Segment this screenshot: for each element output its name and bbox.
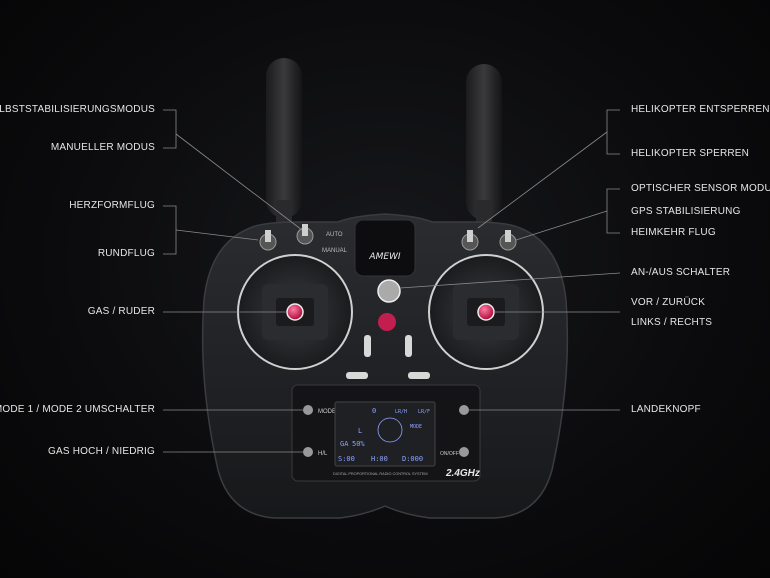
label-gas-ruder: GAS / RUDER bbox=[87, 306, 155, 317]
svg-text:LR/H: LR/H bbox=[395, 409, 407, 415]
svg-text:L: L bbox=[358, 427, 362, 435]
label-heimkehr-flug: HEIMKEHR FLUG bbox=[631, 227, 716, 238]
brand-window bbox=[354, 219, 416, 277]
left-gimbal bbox=[237, 254, 353, 370]
center-red-button bbox=[378, 313, 396, 331]
label-landeknopf: LANDEKNOPF bbox=[631, 404, 701, 415]
lcd-screen bbox=[334, 401, 436, 467]
svg-text:S:00: S:00 bbox=[338, 455, 355, 463]
label-rundflug: RUNDFLUG bbox=[97, 248, 155, 259]
antenna-left bbox=[266, 58, 302, 226]
toggle-switches: AUTO MANUAL bbox=[259, 224, 517, 254]
svg-text:H:00: H:00 bbox=[371, 455, 388, 463]
band-label: 2.4GHz bbox=[445, 468, 480, 479]
panel-mode-label: MODE bbox=[318, 409, 336, 415]
antenna-right bbox=[466, 64, 502, 226]
label-herzformflug: HERZFORMFLUG bbox=[69, 200, 155, 211]
panel-hl-label: H/L bbox=[318, 451, 328, 457]
svg-text:LR/F: LR/F bbox=[418, 409, 430, 415]
svg-text:GA: GA bbox=[340, 440, 349, 448]
power-button bbox=[377, 279, 401, 303]
svg-text:MODE: MODE bbox=[410, 424, 422, 430]
panel-onoff-label: ON/OFF bbox=[440, 451, 459, 457]
label-gps-stabilisierung: GPS STABILISIERUNG bbox=[631, 206, 741, 217]
label-links-rechts: LINKS / RECHTS bbox=[631, 317, 713, 328]
label-an-aus-schalter: AN-/AUS SCHALTER bbox=[631, 267, 731, 278]
right-gimbal bbox=[428, 254, 544, 370]
brand-logo: AMEWI bbox=[368, 252, 401, 262]
switch-manual-label: MANUAL bbox=[322, 248, 348, 254]
svg-text:D:000: D:000 bbox=[402, 455, 423, 463]
trim-buttons bbox=[346, 335, 430, 379]
label-optischer-sensor-modus: OPTISCHER SENSOR MODUS bbox=[631, 183, 770, 194]
footer-text: DIGITAL PROPORTIONAL RADIO CONTROL SYSTE… bbox=[333, 472, 428, 476]
label-vor-zurueck: VOR / ZURÜCK bbox=[631, 297, 706, 308]
label-manueller-modus: MANUELLER MODUS bbox=[50, 142, 155, 153]
leader-lines bbox=[163, 109, 621, 453]
svg-text:50%: 50% bbox=[352, 440, 365, 448]
label-selbststabilisierungsmodus: SELBSTSTABILISIERUNGSMODUS bbox=[0, 104, 155, 115]
switch-auto-label: AUTO bbox=[326, 232, 343, 238]
label-mode-umschalter: MODE 1 / MODE 2 UMSCHALTER bbox=[0, 404, 155, 415]
label-gas-hoch-niedrig: GAS HOCH / NIEDRIG bbox=[48, 446, 155, 457]
svg-text:0: 0 bbox=[372, 407, 376, 415]
label-helikopter-entsperren: HELIKOPTER ENTSPERREN bbox=[631, 104, 770, 115]
label-helikopter-sperren: HELIKOPTER SPERREN bbox=[631, 148, 750, 159]
